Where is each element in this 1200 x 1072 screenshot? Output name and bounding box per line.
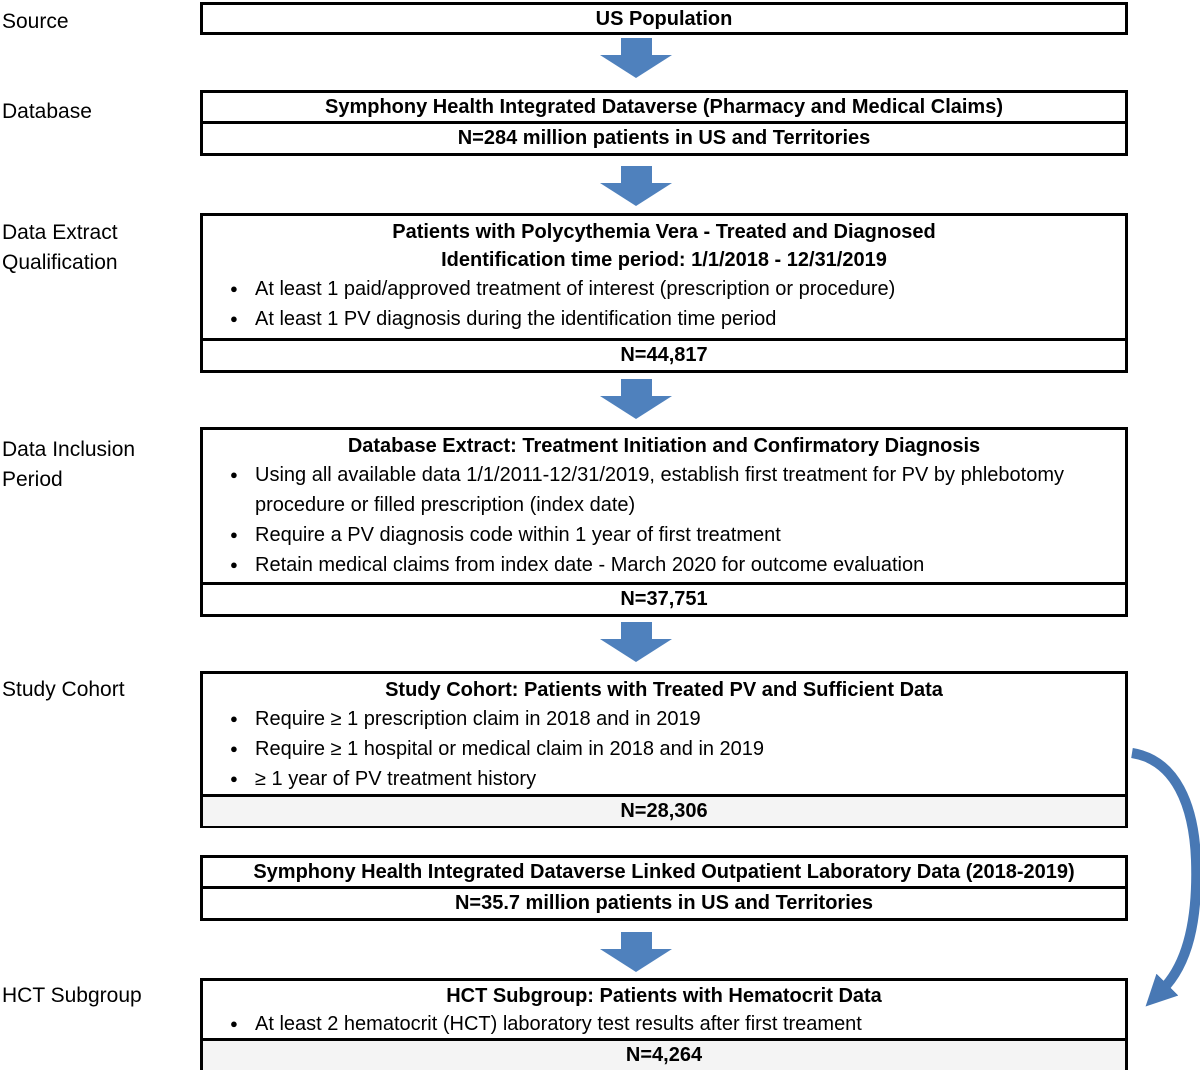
bullet-text: At least 1 paid/approved treatment of in…	[255, 278, 896, 300]
down-arrow-shaft	[620, 38, 652, 55]
box-title: US Population	[595, 8, 733, 30]
box-title: Symphony Health Integrated Dataverse (Ph…	[325, 96, 1003, 118]
bullet-text: Retain medical claims from index date - …	[255, 554, 925, 576]
bullet-icon: ●	[230, 557, 238, 572]
down-arrow-icon	[600, 166, 672, 206]
bullet-item: ● At least 1 paid/approved treatment of …	[203, 274, 1125, 304]
bullet-icon: ●	[230, 1016, 238, 1031]
patient-count: N=4,264	[203, 1038, 1125, 1070]
curved-bypass-arrow-icon	[1130, 748, 1200, 1007]
down-arrow-shaft	[620, 379, 652, 396]
down-arrow-head	[600, 183, 672, 206]
box-title: HCT Subgroup: Patients with Hematocrit D…	[446, 985, 882, 1007]
bullet-text: At least 1 PV diagnosis during the ident…	[255, 308, 777, 330]
bullet-item: ● At least 1 PV diagnosis during the ide…	[203, 304, 1125, 334]
flow-box-pv-treated-diagnosed: Patients with Polycythemia Vera - Treate…	[200, 213, 1128, 373]
down-arrow-icon	[600, 38, 672, 78]
bullet-text: Require ≥ 1 prescription claim in 2018 a…	[255, 708, 701, 730]
bullet-icon: ●	[230, 711, 238, 726]
flow-box-us-population: US Population	[200, 2, 1128, 35]
stage-label-source: Source	[2, 10, 69, 33]
bullet-text: Require ≥ 1 hospital or medical claim in…	[255, 738, 765, 760]
bullet-item: ● Require a PV diagnosis code within 1 y…	[203, 520, 1125, 550]
bullet-icon: ●	[230, 771, 238, 786]
stage-label-study-cohort: Study Cohort	[2, 678, 125, 701]
box-title: Study Cohort: Patients with Treated PV a…	[385, 679, 943, 701]
down-arrow-icon	[600, 622, 672, 662]
bullet-icon: ●	[230, 311, 238, 326]
down-arrow-head	[600, 396, 672, 419]
stage-label-hct-subgroup: HCT Subgroup	[2, 984, 142, 1007]
box-subtitle: Identification time period: 1/1/2018 - 1…	[441, 249, 887, 271]
patient-count: N=35.7 million patients in US and Territ…	[203, 886, 1125, 918]
down-arrow-head	[600, 55, 672, 78]
bullet-icon: ●	[230, 281, 238, 296]
down-arrow-head	[600, 639, 672, 662]
bullet-text: ≥ 1 year of PV treatment history	[255, 768, 537, 790]
bullet-item: ● At least 2 hematocrit (HCT) laboratory…	[203, 1010, 1125, 1038]
bullet-item: ● Using all available data 1/1/2011-12/3…	[203, 460, 1125, 520]
bullet-icon: ●	[230, 467, 238, 482]
bullet-item: ● Retain medical claims from index date …	[203, 550, 1125, 580]
down-arrow-icon	[600, 932, 672, 972]
flow-box-database-extract: Database Extract: Treatment Initiation a…	[200, 427, 1128, 617]
patient-count: N=44,817	[203, 338, 1125, 370]
patient-count: N=284 million patients in US and Territo…	[203, 121, 1125, 153]
bullet-icon: ●	[230, 527, 238, 542]
box-title: Patients with Polycythemia Vera - Treate…	[392, 221, 936, 243]
bullet-item: ● ≥ 1 year of PV treatment history	[203, 764, 1125, 794]
box-title: Database Extract: Treatment Initiation a…	[347, 435, 981, 457]
stage-label-data-inclusion-period: Data Inclusion Period	[2, 438, 136, 491]
bullet-item: ● Require ≥ 1 hospital or medical claim …	[203, 734, 1125, 764]
flow-box-linked-lab-data: Symphony Health Integrated Dataverse Lin…	[200, 855, 1128, 921]
down-arrow-head	[600, 949, 672, 972]
bullet-text: At least 2 hematocrit (HCT) laboratory t…	[255, 1013, 862, 1035]
stage-label-data-extract-qualification: Data Extract Qualification	[2, 221, 118, 274]
bullet-icon: ●	[230, 741, 238, 756]
flow-box-study-cohort: Study Cohort: Patients with Treated PV a…	[200, 671, 1128, 828]
down-arrow-shaft	[620, 932, 652, 949]
patient-count: N=28,306	[203, 794, 1125, 826]
flow-box-database: Symphony Health Integrated Dataverse (Ph…	[200, 90, 1128, 156]
flow-box-hct-subgroup: HCT Subgroup: Patients with Hematocrit D…	[200, 978, 1128, 1070]
down-arrow-icon	[600, 379, 672, 419]
patient-count: N=37,751	[203, 582, 1125, 614]
bullet-text: Require a PV diagnosis code within 1 yea…	[255, 524, 781, 546]
down-arrow-shaft	[620, 622, 652, 639]
bullet-item: ● Require ≥ 1 prescription claim in 2018…	[203, 704, 1125, 734]
bullet-text: Using all available data 1/1/2011-12/31/…	[255, 464, 1064, 516]
stage-label-database: Database	[2, 100, 92, 123]
box-title: Symphony Health Integrated Dataverse Lin…	[253, 861, 1075, 883]
down-arrow-shaft	[620, 166, 652, 183]
